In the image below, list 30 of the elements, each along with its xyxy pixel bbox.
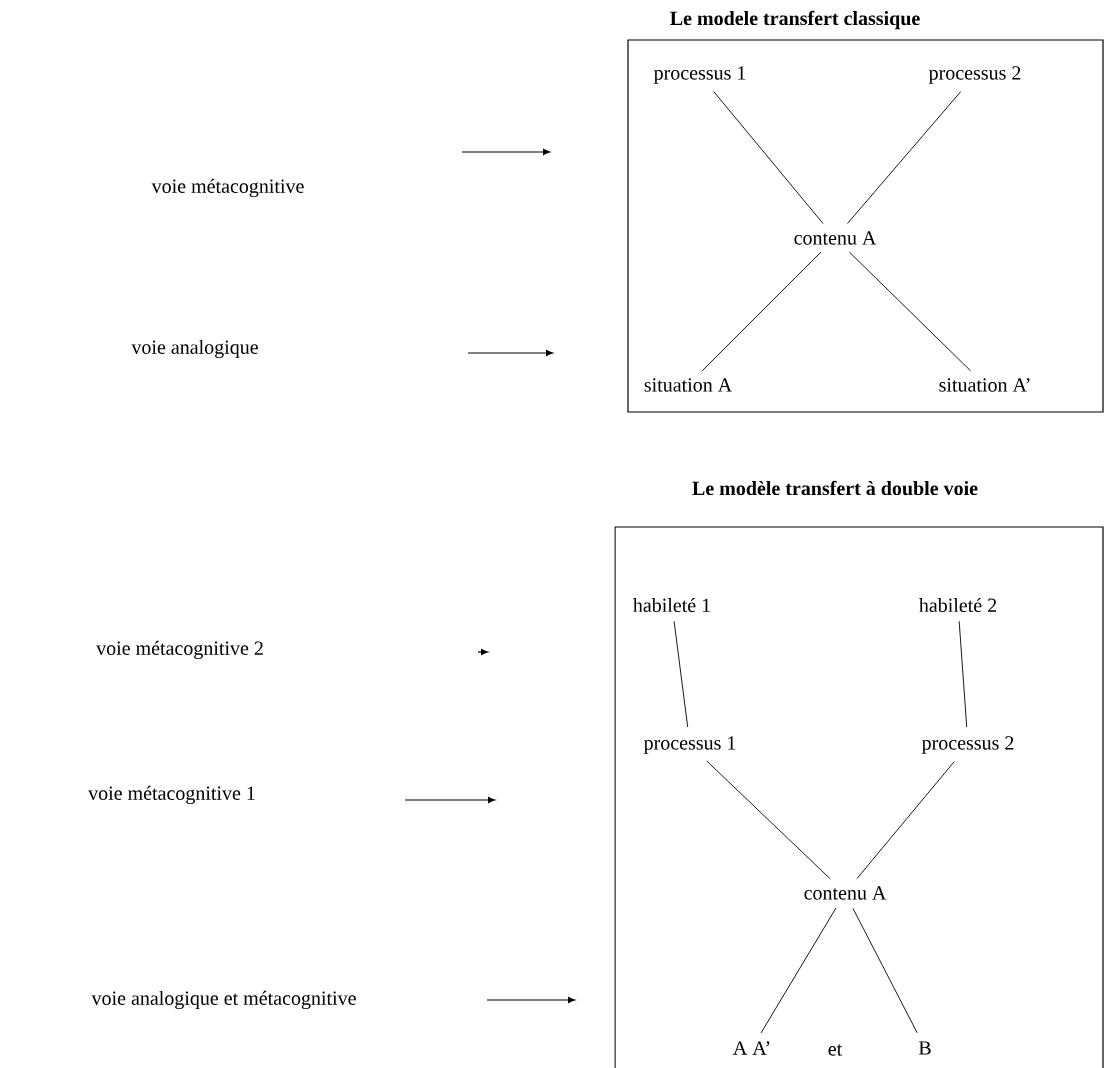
label-text: voie métacognitive 1 <box>88 785 255 805</box>
concept-text: contenu A <box>794 231 877 245</box>
concept-text: A A’ <box>733 1041 770 1055</box>
connector-line <box>852 907 918 1034</box>
connector-line <box>856 761 955 879</box>
label-text: voie analogique et métacognitive <box>91 990 356 1010</box>
concept-text: habileté 1 <box>633 597 710 613</box>
connector-line <box>760 907 837 1034</box>
concept-text: situation A’ <box>939 378 1030 392</box>
connector-line <box>706 760 831 880</box>
connector-line <box>673 620 689 728</box>
connector-line <box>958 620 968 728</box>
concept-text: B <box>918 1041 931 1055</box>
concept-text: processus 2 <box>921 736 1014 754</box>
concept-text: processus 2 <box>928 66 1021 84</box>
connector-line <box>713 91 824 224</box>
concept-text: contenu A <box>804 886 887 900</box>
connector-line <box>848 251 972 372</box>
label-text: et <box>828 1044 843 1056</box>
connector-line <box>701 251 822 372</box>
box-heading: Le modèle transfert à double voie <box>692 480 978 496</box>
concept-text: situation A <box>644 378 733 392</box>
connector-line <box>846 91 962 224</box>
concept-text: processus 1 <box>643 736 736 754</box>
box-heading: Le modele transfert classique <box>670 10 920 30</box>
label-text: voie métacognitive <box>151 178 304 198</box>
label-text: voie métacognitive 2 <box>96 640 263 660</box>
concept-text: processus 1 <box>653 66 746 84</box>
label-text: voie analogique <box>131 339 258 359</box>
concept-text: habileté 2 <box>919 597 997 613</box>
